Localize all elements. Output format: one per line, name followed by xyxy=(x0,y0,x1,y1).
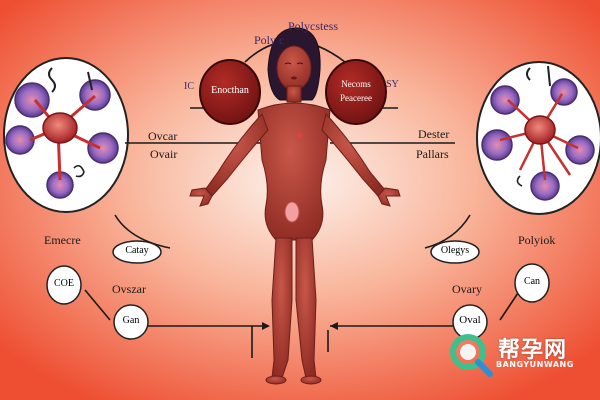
brand-name-cn: 帮孕网 xyxy=(498,338,568,363)
ovcar-label: Ovcar xyxy=(148,129,178,143)
ic-label: IC xyxy=(184,81,194,92)
brand-watermark: 帮孕网 BANGYUNWANG xyxy=(448,330,588,376)
magnifier-logo-icon xyxy=(450,334,493,377)
ovair-label: Ovair xyxy=(150,147,178,161)
female-body-figure xyxy=(189,27,401,385)
gan-label: Gan xyxy=(122,315,140,326)
chest-marker xyxy=(297,132,303,138)
sy-label: SY xyxy=(386,79,399,90)
top-title-label: Poly c xyxy=(254,33,285,47)
can-bubble xyxy=(514,263,550,303)
brand-name-en: BANGYUNWANG xyxy=(496,360,574,369)
oval-label: Oval xyxy=(459,314,481,326)
ovary-label: Ovary xyxy=(452,282,482,296)
connector-lines xyxy=(84,40,521,358)
uterus-marker xyxy=(284,201,300,223)
left-ovary-illustration xyxy=(3,57,129,213)
right-bubble-label-2: Peaceree xyxy=(340,93,372,103)
emecre-label: Emecre xyxy=(44,233,81,247)
can-label: Can xyxy=(523,276,541,287)
coe-bubble xyxy=(46,265,82,305)
face-mouth xyxy=(291,76,297,80)
face-eyes xyxy=(284,62,304,65)
coe-label: COE xyxy=(54,278,74,289)
pallars-label: Pallars xyxy=(416,147,449,161)
polyiok-label: Polyiok xyxy=(518,233,556,247)
left-bubble-label: Enocthan xyxy=(211,85,249,96)
right-hormone-bubble xyxy=(325,59,387,125)
right-ovary-illustration xyxy=(476,61,600,215)
ovszar-label: Ovszar xyxy=(112,282,146,296)
olegys-label: Olegys xyxy=(440,245,470,256)
olegys-pill xyxy=(430,240,480,264)
catay-pill xyxy=(112,240,162,264)
catay-label: Catay xyxy=(125,245,149,256)
right-bubble-label-1: Necoms xyxy=(341,79,371,89)
top-subtitle-label: Polycstess xyxy=(288,19,339,33)
left-hormone-bubble xyxy=(199,59,261,125)
arrowheads xyxy=(262,322,338,330)
gan-bubble xyxy=(113,304,149,340)
dester-label: Dester xyxy=(418,127,450,141)
